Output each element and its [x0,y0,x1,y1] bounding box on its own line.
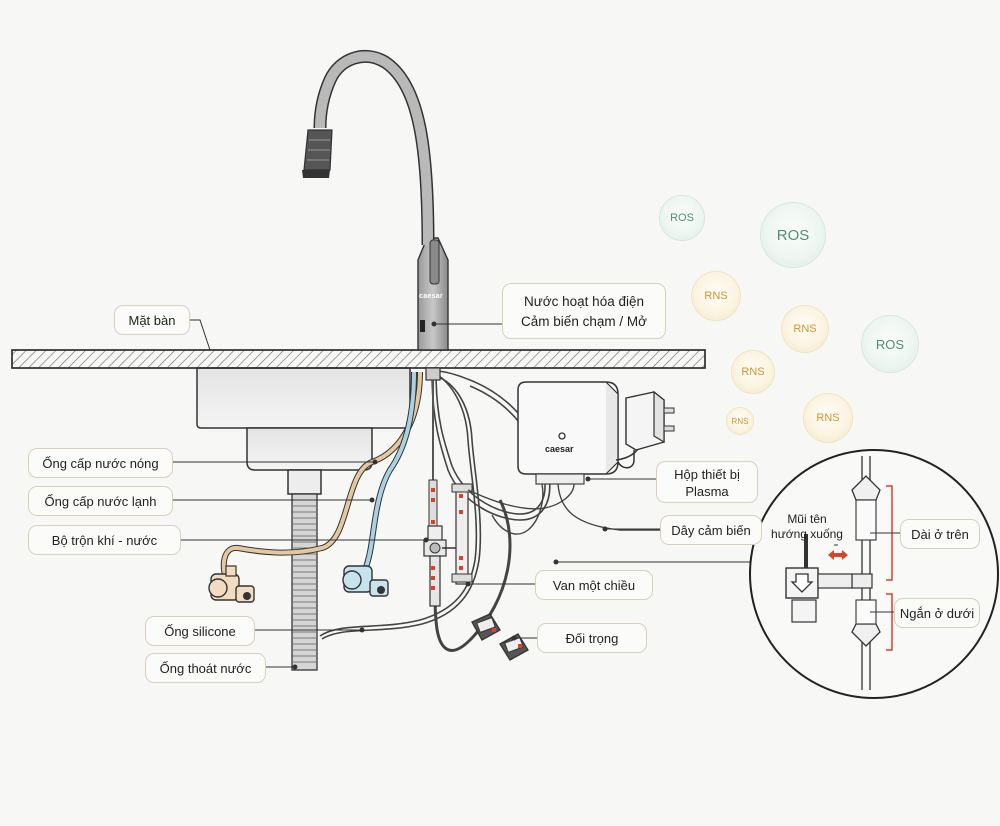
hot-pipe [221,371,422,582]
label-van-mot-chieu: Van một chiều [535,570,653,600]
label-line-2: Cảm biến chạm / Mở [521,314,647,329]
label-day-cam-bien: Dây cảm biến [660,515,762,545]
silicone-tube [319,371,478,637]
sink-bowl [196,367,411,495]
ros-bubble: ROS [660,196,704,240]
pull-out-hose [431,370,551,521]
counterweight-2 [499,633,529,661]
label-line-1: Mũi tên [787,512,827,526]
box-brand: caesar [545,444,574,454]
ros-bubble: ROS [761,203,825,267]
rns-bubble: RNS [692,272,740,320]
hot-angle-valve [208,565,255,603]
label-line-2: Plasma [685,484,729,499]
label-dai-o-tren: Dài ở trên [900,519,980,549]
cold-angle-valve [342,565,389,597]
label-ong-thoat: Ống thoát nước [145,653,266,683]
label-line-2: hướng xuống [771,527,843,541]
label-nuoc-hoat-hoa: Nước hoạt hóa điện Cảm biến chạm / Mở [502,283,666,339]
label-line-1: Nước hoạt hóa điện [524,294,644,309]
rns-bubble: RNS [732,351,774,393]
label-mat-ban: Mặt bàn [114,305,190,335]
rns-bubble: RNS [727,408,753,434]
leader-lines [173,319,760,668]
faucet-brand: caesar [419,293,443,300]
label-ong-silicone: Ống silicone [145,616,255,646]
sensor-cable [491,483,544,535]
label-bo-tron: Bộ trộn khí - nước [28,525,181,555]
faucet-shank [425,367,441,531]
counterweight-1 [471,613,501,641]
power-adapter [617,390,675,469]
label-ong-nong: Ống cấp nước nóng [28,448,173,478]
label-ong-lanh: Ống cấp nước lạnh [28,486,173,516]
label-doi-trong: Đối trọng [537,623,647,653]
rns-bubble: RNS [782,306,828,352]
rns-bubble: RNS [804,394,852,442]
label-ngan-o-duoi: Ngắn ở dưới [894,598,980,628]
check-valve-detail [749,449,999,699]
countertop [11,349,706,369]
label-mui-ten: Mũi tên hướng xuống [766,512,848,542]
label-hop-thiet-bi: Hộp thiết bị Plasma [656,461,758,503]
faucet [302,49,449,351]
cold-pipe [363,371,416,571]
ros-bubble: ROS [862,316,918,372]
plasma-box [517,381,643,485]
label-line-1: Hộp thiết bị [674,467,740,482]
drain-pipe [291,493,318,671]
air-water-mixer-assembly [423,483,473,607]
